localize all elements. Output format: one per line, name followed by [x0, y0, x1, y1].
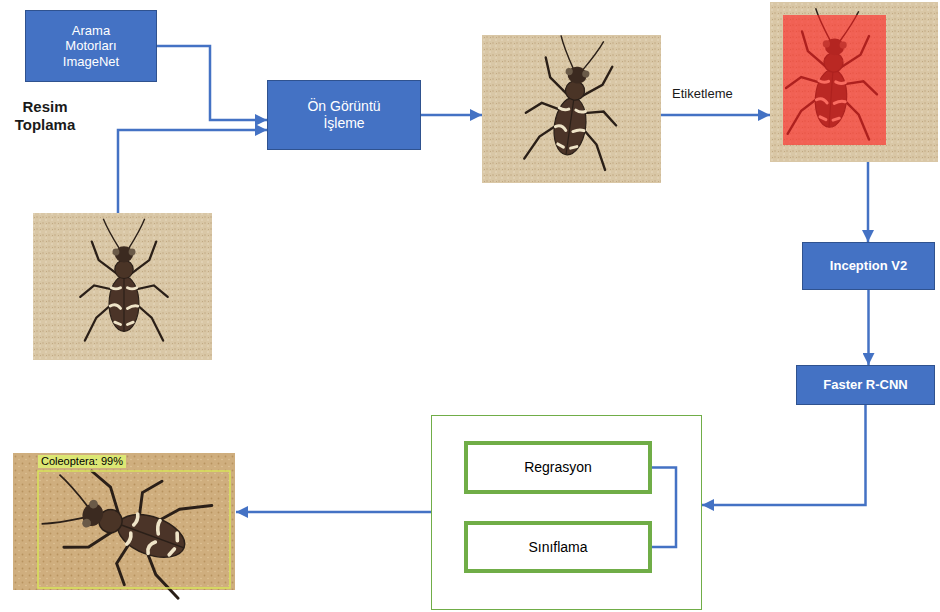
group-box: RegrasyonSınıflama [431, 415, 702, 610]
node-text: Sınıflama [528, 539, 587, 556]
node-text: Regrasyon [524, 459, 592, 476]
node-text: Inception V2 [830, 258, 907, 274]
edge-label: Etiketleme [672, 86, 733, 102]
output-box: Regrasyon [464, 441, 652, 494]
output-box: Sınıflama [464, 521, 652, 573]
bracket-line [652, 468, 676, 548]
beetle-photo [33, 213, 212, 360]
section-label: Resim Toplama [3, 98, 87, 134]
source-box: Arama Motorları ImageNet [25, 10, 157, 82]
flow-arrow [118, 115, 868, 512]
node-text: Arama Motorları ImageNet [55, 23, 127, 70]
model-box: Inception V2 [802, 242, 935, 290]
connector-arrow [867, 290, 870, 365]
model-box: Faster R-CNN [796, 365, 935, 405]
connector-arrow [702, 405, 866, 505]
detection-label: Coleoptera: 99% [38, 455, 126, 468]
detection-photo [13, 447, 235, 603]
process-box: Ön Görüntü İşleme [267, 80, 421, 150]
labelled-photo [770, 2, 938, 162]
node-text: Ön Görüntü İşleme [294, 98, 394, 132]
beetle-photo [482, 32, 661, 183]
connector-arrow [157, 46, 267, 120]
node-text: Faster R-CNN [823, 377, 908, 393]
